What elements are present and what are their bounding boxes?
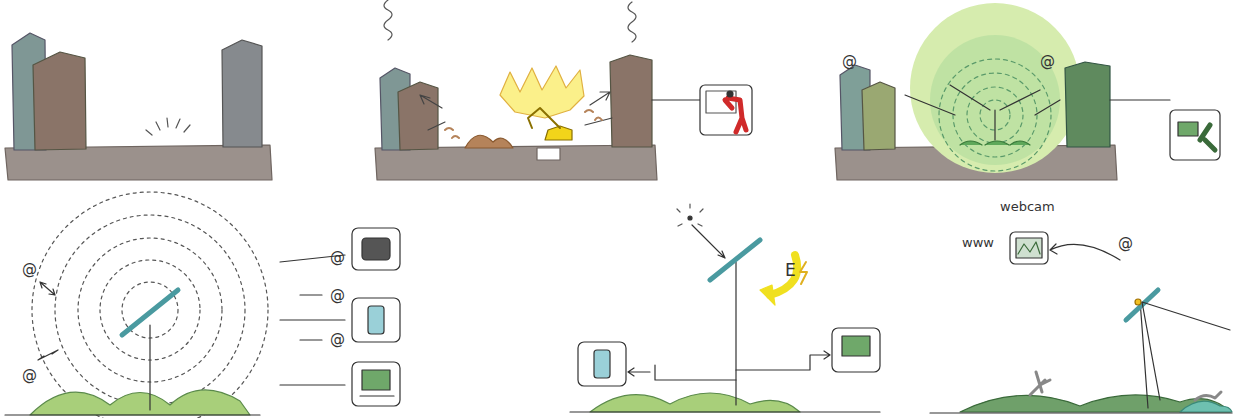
annotation-text: E [785, 262, 796, 279]
construction-panel [375, 0, 752, 180]
wifi-symbol: @ [22, 368, 37, 383]
wifi-symbol: @ [330, 288, 345, 303]
webcam-panel [930, 232, 1232, 413]
wifi-symbol: @ [22, 262, 37, 277]
wifi-symbol: @ [330, 332, 345, 347]
wifi-symbol: @ [330, 250, 345, 265]
annotation-text: webcam [1000, 200, 1055, 213]
empty-lot-panel [5, 33, 272, 180]
wifi-panel [5, 192, 400, 418]
wifi-symbol: @ [842, 54, 857, 69]
annotation-text: www [962, 236, 994, 249]
solar-panel [570, 204, 880, 412]
wifi-symbol: @ [1040, 54, 1055, 69]
wifi-symbol: @ [1118, 236, 1133, 251]
green-hotspot-panel [835, 3, 1220, 180]
